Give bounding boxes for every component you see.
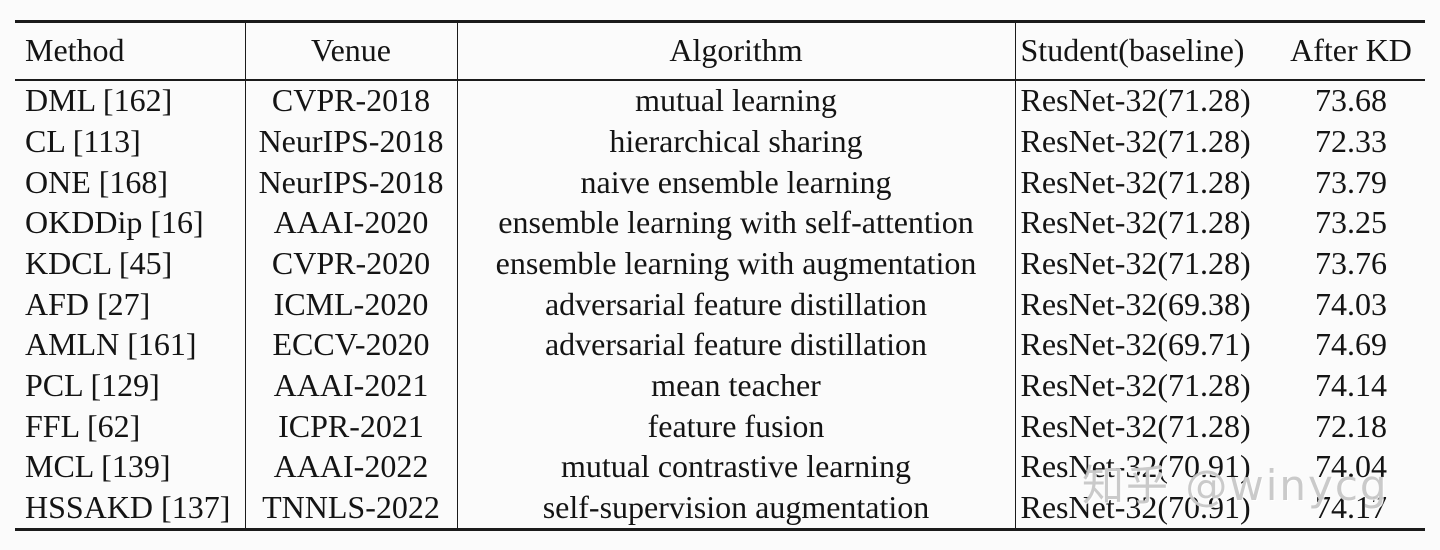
cell-algorithm: mutual contrastive learning bbox=[457, 446, 1016, 488]
results-table: Method Venue Algorithm Student(baseline)… bbox=[15, 20, 1425, 531]
column-header-algorithm: Algorithm bbox=[457, 21, 1016, 81]
cell-venue: ICPR-2021 bbox=[245, 405, 458, 447]
cell-method: MCL [139] bbox=[15, 446, 246, 488]
cell-student-baseline: ResNet-32(71.28) bbox=[1020, 204, 1251, 241]
cell-method: DML [162] bbox=[15, 79, 246, 122]
cell-after-kd: 73.25 bbox=[1315, 204, 1387, 241]
cell-algorithm: feature fusion bbox=[457, 405, 1016, 447]
cell-venue: ICML-2020 bbox=[245, 283, 458, 325]
cell-after-kd: 74.04 bbox=[1315, 448, 1387, 485]
cell-method: HSSAKD [137] bbox=[15, 487, 246, 530]
cell-after-kd: 72.33 bbox=[1315, 123, 1387, 160]
cell-venue: ECCV-2020 bbox=[245, 324, 458, 366]
cell-after-kd: 74.14 bbox=[1315, 366, 1387, 403]
cell-venue: TNNLS-2022 bbox=[245, 487, 458, 530]
cell-method: FFL [62] bbox=[15, 405, 246, 447]
results-table-container: Method Venue Algorithm Student(baseline)… bbox=[15, 20, 1425, 531]
cell-algorithm: adversarial feature distillation bbox=[457, 324, 1016, 366]
cell-method: OKDDip [16] bbox=[15, 202, 246, 244]
cell-venue: AAAI-2022 bbox=[245, 446, 458, 488]
column-header-student-baseline: Student(baseline) bbox=[1015, 21, 1277, 81]
cell-after-kd: 72.18 bbox=[1315, 407, 1387, 444]
cell-student-baseline: ResNet-32(70.91) bbox=[1020, 448, 1251, 485]
header-row: Method Venue Algorithm Student(baseline)… bbox=[15, 21, 1425, 81]
column-header-method: Method bbox=[15, 21, 246, 81]
cell-algorithm: ensemble learning with self-attention bbox=[457, 202, 1016, 244]
cell-student-baseline: ResNet-32(71.28) bbox=[1020, 123, 1251, 160]
cell-student-baseline: ResNet-32(69.71) bbox=[1020, 326, 1251, 363]
column-header-venue: Venue bbox=[245, 21, 458, 81]
cell-venue: CVPR-2018 bbox=[245, 79, 458, 122]
cell-venue: CVPR-2020 bbox=[245, 243, 458, 284]
cell-after-kd: 74.17 bbox=[1315, 488, 1387, 525]
cell-student-baseline: ResNet-32(71.28) bbox=[1020, 163, 1251, 200]
cell-venue: AAAI-2021 bbox=[245, 365, 458, 406]
cell-venue: NeurIPS-2018 bbox=[245, 121, 458, 162]
cell-student-baseline: ResNet-32(71.28) bbox=[1020, 82, 1251, 119]
cell-student-baseline: ResNet-32(71.28) bbox=[1020, 407, 1251, 444]
table-header: Method Venue Algorithm Student(baseline)… bbox=[15, 21, 1425, 81]
cell-method: CL [113] bbox=[15, 121, 246, 162]
cell-student-baseline: ResNet-32(70.91) bbox=[1020, 488, 1251, 525]
cell-student-baseline: ResNet-32(71.28) bbox=[1020, 244, 1251, 281]
cell-algorithm: mean teacher bbox=[457, 365, 1016, 406]
cell-after-kd: 74.03 bbox=[1315, 285, 1387, 322]
cell-method: AFD [27] bbox=[15, 283, 246, 325]
cell-algorithm: self-supervision augmentation bbox=[457, 487, 1016, 530]
cell-method: AMLN [161] bbox=[15, 324, 246, 366]
cell-after-kd: 74.69 bbox=[1315, 326, 1387, 363]
cell-venue: NeurIPS-2018 bbox=[245, 161, 458, 203]
cell-algorithm: mutual learning bbox=[457, 79, 1016, 122]
cell-after-kd: 73.76 bbox=[1315, 244, 1387, 281]
cell-after-kd: 73.68 bbox=[1315, 82, 1387, 119]
column-header-after-kd: After KD bbox=[1277, 21, 1425, 81]
cell-method: KDCL [45] bbox=[15, 243, 246, 284]
cell-student-baseline: ResNet-32(71.28) bbox=[1020, 366, 1251, 403]
cell-algorithm: naive ensemble learning bbox=[457, 161, 1016, 203]
cell-algorithm: hierarchical sharing bbox=[457, 121, 1016, 162]
cell-method: ONE [168] bbox=[15, 161, 246, 203]
cell-algorithm: adversarial feature distillation bbox=[457, 283, 1016, 325]
cell-student-baseline: ResNet-32(69.38) bbox=[1020, 285, 1251, 322]
cell-method: PCL [129] bbox=[15, 365, 246, 406]
cell-venue: AAAI-2020 bbox=[245, 202, 458, 244]
cell-algorithm: ensemble learning with augmentation bbox=[457, 243, 1016, 284]
cell-after-kd: 73.79 bbox=[1315, 163, 1387, 200]
